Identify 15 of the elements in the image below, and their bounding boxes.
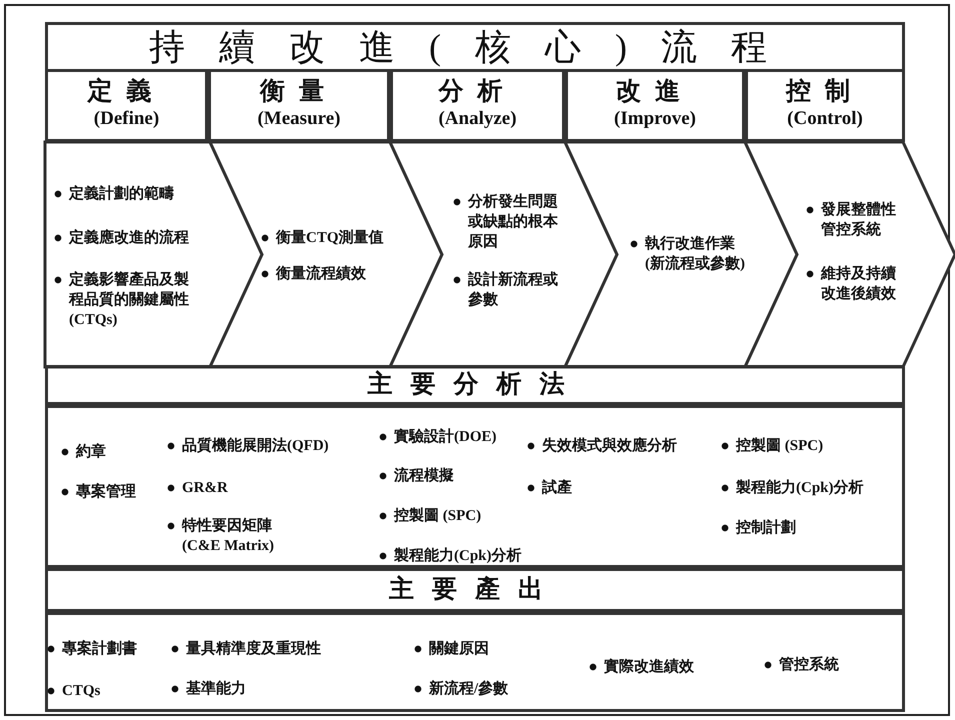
section-band: 主要產出 <box>45 568 905 612</box>
heading-text: 改進 <box>615 78 695 106</box>
heading-text: 分析 <box>437 78 518 106</box>
heading-text: 定義 <box>86 78 166 106</box>
heading-subtext: (Measure) <box>256 108 342 130</box>
panel-background <box>45 612 905 712</box>
heading-subtext: (Analyze) <box>437 108 518 130</box>
section-band: 主要分析法 <box>45 365 905 405</box>
heading-text: 控制 <box>784 78 865 106</box>
title-banner: 持續改進(核心)流程 <box>45 22 905 72</box>
heading-subtext: (Define) <box>92 108 160 130</box>
heading-subtext: (Improve) <box>613 108 697 130</box>
heading-text: 衡量 <box>258 78 339 106</box>
panel-background <box>45 405 905 568</box>
heading-subtext: (Control) <box>786 108 864 130</box>
